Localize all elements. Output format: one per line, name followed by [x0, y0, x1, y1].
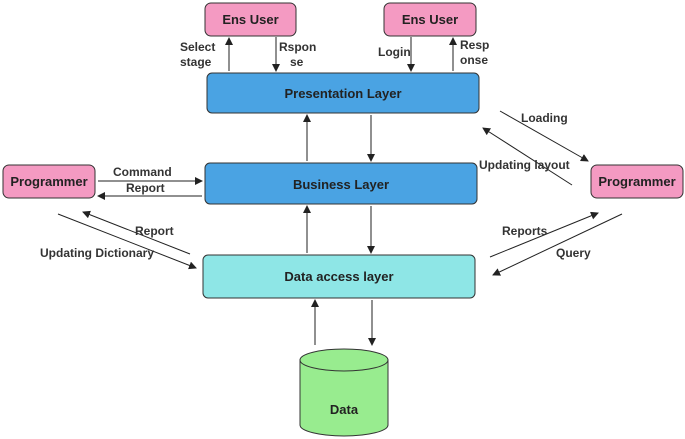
- programmer-right-label: Programmer: [598, 174, 675, 189]
- data-access-layer-box: [202, 254, 476, 299]
- label-updating-layout: Updating layout: [479, 158, 570, 172]
- arrow-loading: [499, 110, 589, 162]
- label-select-stage-line-2: stage: [180, 55, 212, 69]
- ens-user-right-label: Ens User: [402, 12, 458, 27]
- ens-user-left-box: [204, 2, 297, 37]
- data-cylinder-top: [299, 348, 389, 372]
- label-response-right-line-1: Resp: [460, 38, 489, 52]
- ens-user-left-label: Ens User: [222, 12, 278, 27]
- business-layer-label: Business Layer: [293, 177, 389, 192]
- label-report-data: Report: [135, 224, 174, 238]
- label-select-stage: Select stage: [180, 40, 219, 69]
- arrow-reports: [489, 211, 599, 258]
- label-reports: Reports: [502, 224, 548, 238]
- label-loading: Loading: [521, 111, 568, 125]
- programmer-left-label: Programmer: [10, 174, 87, 189]
- presentation-layer-box: [206, 72, 480, 114]
- data-access-layer-node: Data access layer: [202, 254, 476, 299]
- business-layer-node: Business Layer: [204, 162, 478, 205]
- label-query: Query: [556, 246, 591, 260]
- programmer-left-node: Programmer: [2, 164, 96, 199]
- label-response-right-line-2: onse: [460, 53, 488, 67]
- presentation-layer-label: Presentation Layer: [284, 86, 401, 101]
- label-report-business: Report: [126, 181, 165, 195]
- label-rsponse-line-2: se: [290, 55, 304, 69]
- data-cylinder-body: [299, 359, 389, 437]
- label-select-stage-line-1: Select: [180, 40, 215, 54]
- data-access-layer-label: Data access layer: [284, 269, 393, 284]
- arrow-updating-layout: [482, 127, 573, 186]
- label-rsponse-line-1: Rspon: [279, 40, 316, 54]
- label-command: Command: [113, 165, 172, 179]
- programmer-right-box: [590, 164, 684, 199]
- programmer-right-node: Programmer: [590, 164, 684, 199]
- data-label: Data: [330, 402, 359, 417]
- arrow-report-data: [82, 210, 191, 255]
- arrow-query: [492, 213, 623, 276]
- ens-user-right-box: [383, 2, 477, 37]
- label-updating-dictionary: Updating Dictionary: [40, 246, 154, 260]
- business-layer-box: [204, 162, 478, 205]
- label-login: Login: [378, 45, 411, 59]
- programmer-left-box: [2, 164, 96, 199]
- label-response-right: Resp onse: [460, 38, 493, 67]
- data-cylinder-node: Data: [299, 348, 389, 437]
- ens-user-right-node: Ens User: [383, 2, 477, 37]
- label-rsponse: Rspon se: [279, 40, 320, 69]
- presentation-layer-node: Presentation Layer: [206, 72, 480, 114]
- arrow-updating-dictionary: [57, 213, 197, 270]
- ens-user-left-node: Ens User: [204, 2, 297, 37]
